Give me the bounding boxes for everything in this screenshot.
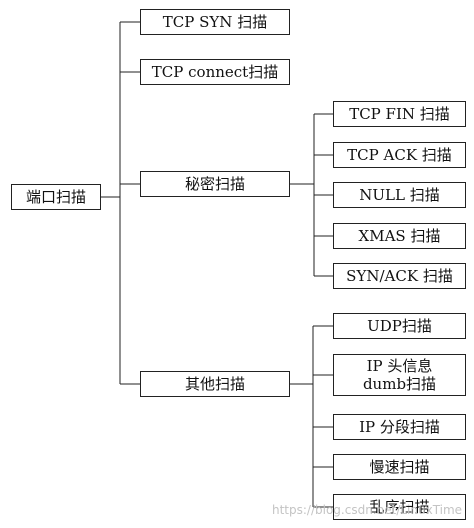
node-slow-scan: 慢速扫描 [333, 454, 466, 480]
node-xmas-scan: XMAS 扫描 [333, 223, 466, 249]
node-syn-ack-scan: SYN/ACK 扫描 [333, 263, 466, 289]
node-udp-scan: UDP扫描 [333, 313, 466, 339]
node-tcp-connect-scan: TCP connect扫描 [140, 59, 290, 85]
node-tcp-ack-scan: TCP ACK 扫描 [333, 142, 466, 168]
root-node-port-scan: 端口扫描 [11, 184, 101, 210]
node-ip-header-line1: IP 头信息 [366, 357, 433, 375]
node-tcp-syn-scan: TCP SYN 扫描 [140, 9, 290, 35]
node-tcp-fin-scan: TCP FIN 扫描 [333, 101, 466, 127]
node-ip-header-dumb-scan: IP 头信息 dumb扫描 [333, 354, 466, 396]
node-secret-scan: 秘密扫描 [140, 171, 290, 197]
node-null-scan: NULL 扫描 [333, 182, 466, 208]
node-ip-header-line2: dumb扫描 [362, 375, 437, 393]
watermark-text: https://blog.csdn.net/LinuxTime [272, 503, 463, 517]
node-other-scan: 其他扫描 [140, 371, 290, 397]
node-random-order-scan: 乱序扫描 [333, 494, 466, 520]
node-ip-fragment-scan: IP 分段扫描 [333, 414, 466, 440]
